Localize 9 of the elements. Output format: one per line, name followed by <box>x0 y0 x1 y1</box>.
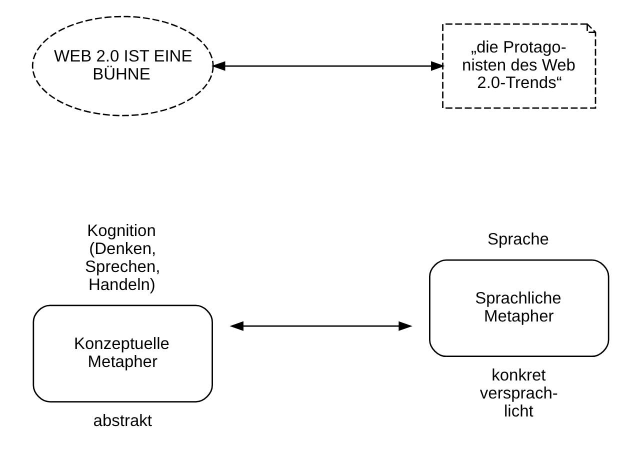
node-label: Kognition (Denken, Sprechen, Handeln) <box>85 222 160 294</box>
node-label: Sprache <box>487 230 549 248</box>
node-ellipse: WEB 2.0 IST EINE BÜHNE <box>32 15 214 116</box>
node-box: Konzeptuelle Metapher <box>32 304 213 402</box>
arrow <box>230 320 412 330</box>
node-label: abstrakt <box>93 411 152 430</box>
node-box: Sprachliche Metapher <box>429 258 610 357</box>
arrow <box>211 60 445 70</box>
node-label: konkret versprach- licht <box>480 366 558 420</box>
